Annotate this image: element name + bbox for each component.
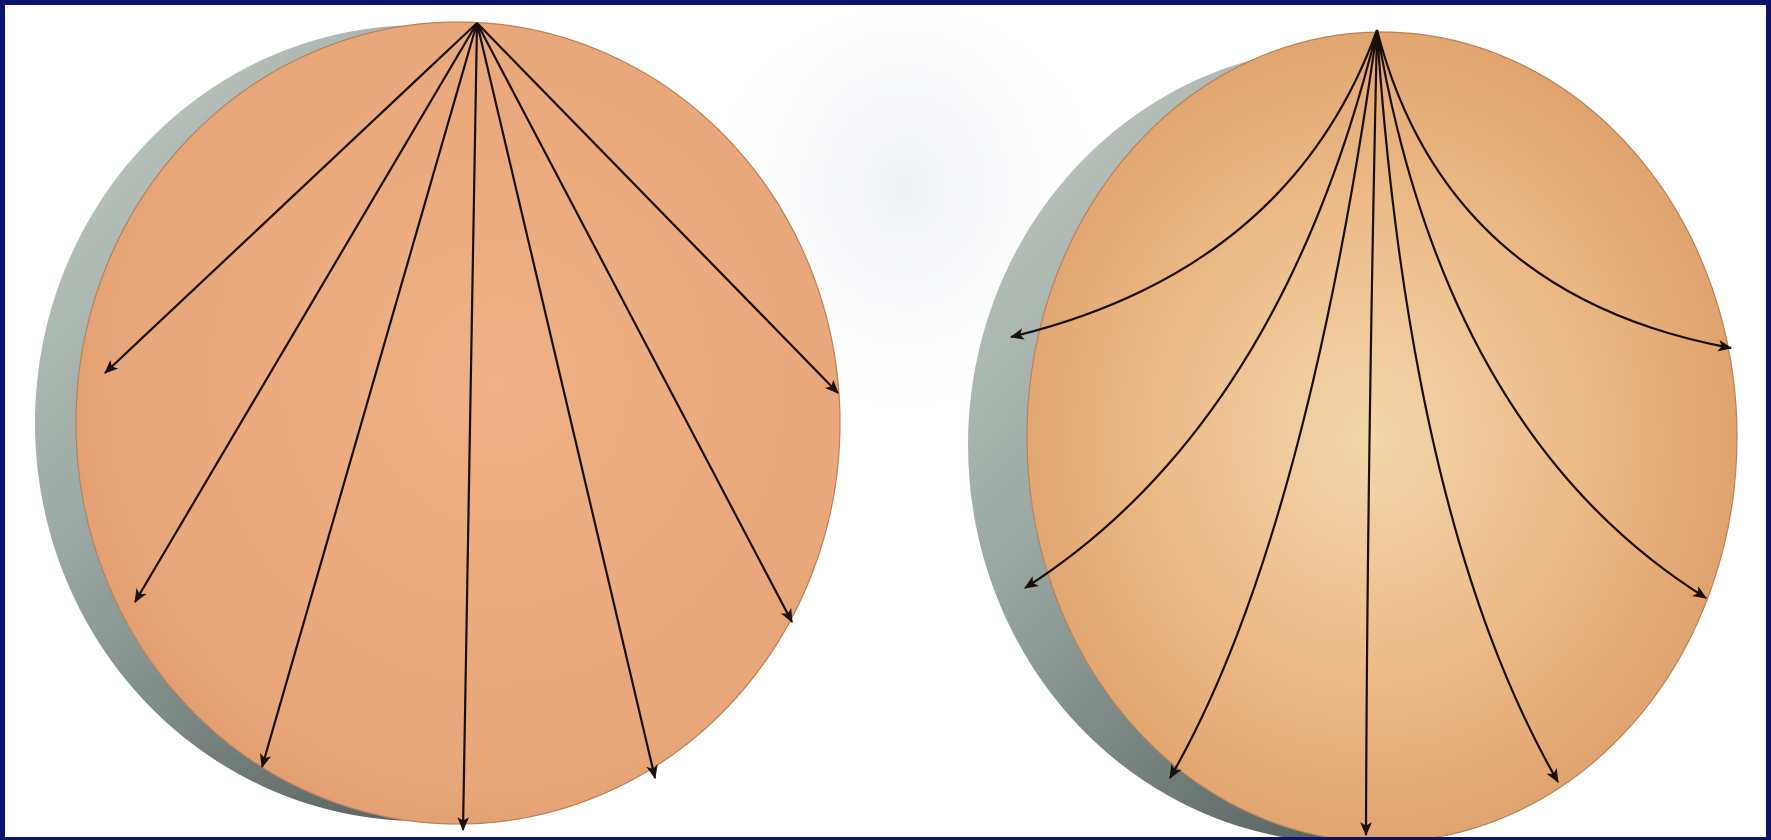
diagram-canvas (5, 5, 1766, 837)
left-disk-face (76, 22, 840, 824)
left-disk-panel (35, 22, 840, 830)
right-disk-face (1027, 32, 1737, 837)
